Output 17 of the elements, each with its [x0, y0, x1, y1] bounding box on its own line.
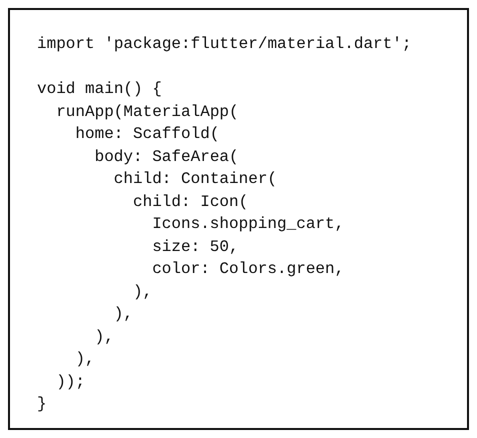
code-line: ), — [94, 326, 114, 346]
code-line: ), — [133, 282, 152, 302]
code-line: ), — [75, 349, 95, 369]
code-line: void main() { — [37, 79, 162, 99]
code-line: child: Icon( — [133, 192, 248, 212]
code-line: child: Container( — [114, 169, 278, 189]
code-line: size: 50, — [152, 236, 239, 256]
code-line: color: Colors.green, — [152, 259, 344, 279]
code-line: } — [37, 394, 47, 414]
code-listing-box — [8, 8, 469, 430]
code-line: ), — [114, 304, 133, 324]
code-line: Icons.shopping_cart, — [152, 214, 344, 234]
code-line: import 'package:flutter/material.dart'; — [37, 34, 412, 54]
code-line: body: SafeArea( — [94, 146, 239, 166]
code-line: home: Scaffold( — [75, 124, 220, 144]
code-line: )); — [56, 372, 85, 392]
code-line: runApp(MaterialApp( — [56, 102, 239, 122]
